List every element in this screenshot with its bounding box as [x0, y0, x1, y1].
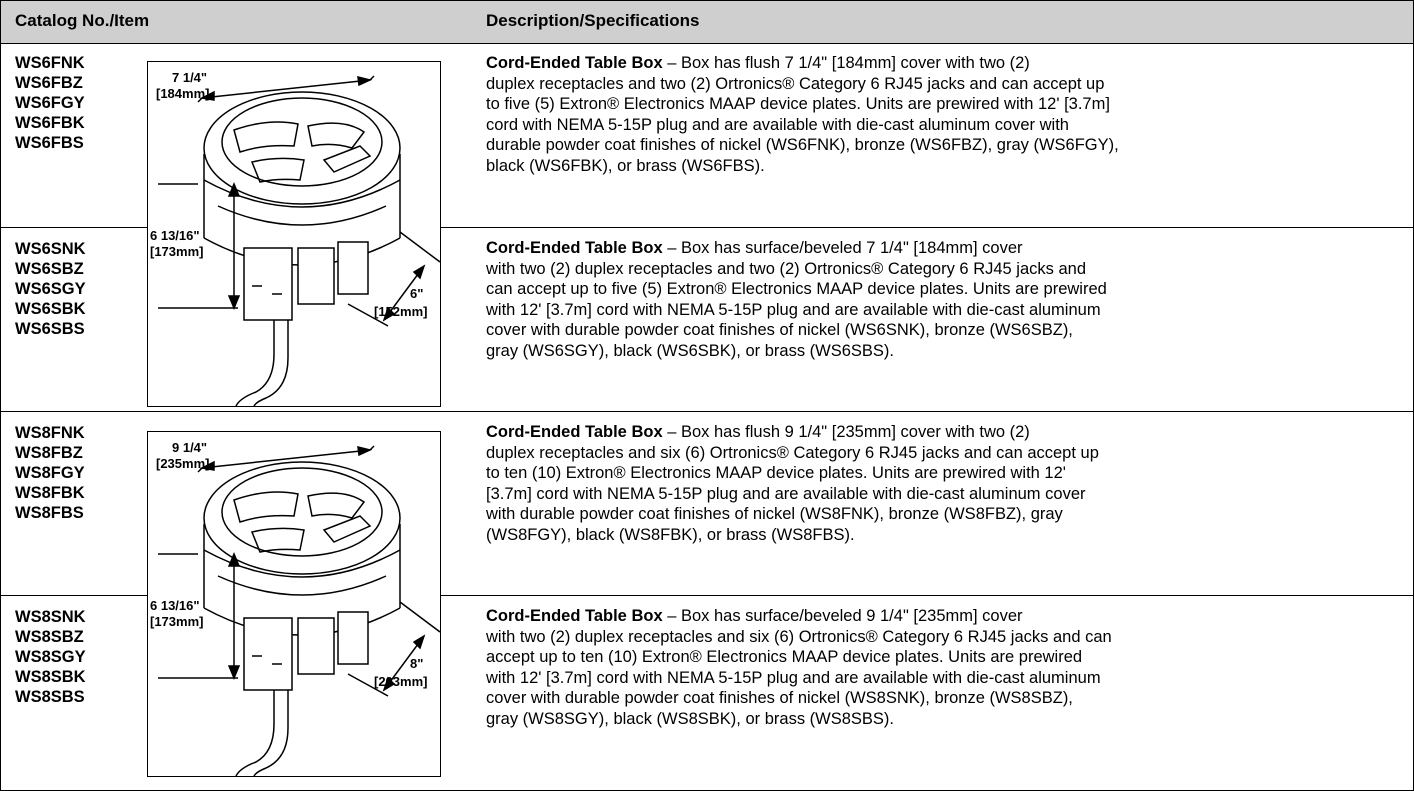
row-divider: [1, 411, 1413, 412]
cover-dimension: 9 1/4": [172, 440, 207, 455]
description: Cord-Ended Table Box – Box has surface/b…: [486, 238, 1404, 362]
description-line: – Box has surface/beveled 9 1/4" [235mm]…: [662, 607, 1023, 625]
catalog-codes: WS8SNK WS8SBZ WS8SGY WS8SBK WS8SBS: [15, 607, 86, 707]
description-line: duplex receptacles and two (2) Ortronics…: [486, 74, 1105, 93]
catalog-code: WS8FNK: [15, 424, 85, 442]
height-dimension-mm: [173mm]: [150, 614, 203, 629]
catalog-code: WS6SBK: [15, 300, 86, 318]
catalog-code: WS8FGY: [15, 464, 85, 482]
description-line: with 12' [3.7m] cord with NEMA 5-15P plu…: [486, 300, 1101, 319]
description-line: durable powder coat finishes of nickel (…: [486, 136, 1119, 155]
description-line: with durable powder coat finishes of nic…: [486, 505, 1063, 524]
description-line: gray (WS6SGY), black (WS6SBK), or brass …: [486, 341, 895, 360]
depth-dimension: 8": [410, 656, 423, 671]
catalog-code: WS6SNK: [15, 240, 86, 258]
height-dimension: 6 13/16": [150, 228, 200, 243]
description-line: duplex receptacles and six (6) Ortronics…: [486, 443, 1099, 462]
description-line: to ten (10) Extron® Electronics MAAP dev…: [486, 464, 1066, 483]
description-line: [3.7m] cord with NEMA 5-15P plug and are…: [486, 484, 1086, 503]
description-line: – Box has flush 9 1/4" [235mm] cover wit…: [662, 423, 1030, 441]
table-box-diagram: 9 1/4" [235mm] 6 13/16" [173mm] 8" [203m…: [147, 431, 441, 777]
description-line: black (WS6FBK), or brass (WS6FBS).: [486, 156, 765, 175]
height-dimension: 6 13/16": [150, 598, 200, 613]
description-line: (WS8FGY), black (WS8FBK), or brass (WS8F…: [486, 525, 855, 544]
row-divider: [1, 227, 1413, 228]
description: Cord-Ended Table Box – Box has surface/b…: [486, 606, 1404, 730]
description-line: to five (5) Extron® Electronics MAAP dev…: [486, 95, 1110, 114]
cover-dimension: 7 1/4": [172, 70, 207, 85]
catalog-codes: WS8FNK WS8FBZ WS8FGY WS8FBK WS8FBS: [15, 423, 85, 523]
description-title: Cord-Ended Table Box: [486, 423, 663, 441]
description-line: – Box has flush 7 1/4" [184mm] cover wit…: [662, 54, 1030, 72]
description-line: cover with durable powder coat finishes …: [486, 689, 1073, 708]
description-title: Cord-Ended Table Box: [486, 54, 663, 72]
catalog-code: WS8SGY: [15, 648, 86, 666]
catalog-codes: WS6SNK WS6SBZ WS6SGY WS6SBK WS6SBS: [15, 239, 86, 339]
header-description: Description/Specifications: [486, 11, 700, 30]
header-catalog: Catalog No./Item: [15, 11, 150, 30]
depth-dimension: 6": [410, 286, 423, 301]
description-line: cover with durable powder coat finishes …: [486, 321, 1073, 340]
catalog-code: WS8SNK: [15, 608, 86, 626]
cover-dimension-mm: [235mm]: [156, 456, 209, 471]
catalog-code: WS6FGY: [15, 94, 85, 112]
catalog-code: WS6SBS: [15, 320, 85, 338]
catalog-code: WS6FBK: [15, 114, 85, 132]
description-line: with two (2) duplex receptacles and two …: [486, 259, 1087, 278]
table-header: Catalog No./Item Description/Specificati…: [1, 1, 1413, 44]
row-divider: [1, 595, 1413, 596]
description-line: accept up to ten (10) Extron® Electronic…: [486, 648, 1083, 667]
description-line: can accept up to five (5) Extron® Electr…: [486, 280, 1107, 299]
catalog-code: WS6SGY: [15, 280, 86, 298]
catalog-code: WS8FBK: [15, 484, 85, 502]
catalog-code: WS6FBZ: [15, 74, 83, 92]
description-title: Cord-Ended Table Box: [486, 239, 663, 257]
catalog-code: WS8SBK: [15, 668, 86, 686]
depth-dimension-mm: [203mm]: [374, 674, 427, 689]
description: Cord-Ended Table Box – Box has flush 9 1…: [486, 422, 1404, 546]
catalog-code: WS6FBS: [15, 134, 84, 152]
description-line: gray (WS8SGY), black (WS8SBK), or brass …: [486, 709, 895, 728]
catalog-codes: WS6FNK WS6FBZ WS6FGY WS6FBK WS6FBS: [15, 53, 85, 153]
table-box-diagram: 7 1/4" [184mm] 6 13/16" [173mm] 6" [152m…: [147, 61, 441, 407]
description-line: cord with NEMA 5-15P plug and are availa…: [486, 115, 1069, 134]
description: Cord-Ended Table Box – Box has flush 7 1…: [486, 53, 1404, 177]
depth-dimension-mm: [152mm]: [374, 304, 427, 319]
description-title: Cord-Ended Table Box: [486, 607, 663, 625]
cover-dimension-mm: [184mm]: [156, 86, 209, 101]
description-line: with two (2) duplex receptacles and six …: [486, 627, 1112, 646]
catalog-code: WS8FBS: [15, 504, 84, 522]
height-dimension-mm: [173mm]: [150, 244, 203, 259]
description-line: – Box has surface/beveled 7 1/4" [184mm]…: [662, 239, 1023, 257]
catalog-code: WS6SBZ: [15, 260, 84, 278]
table-box-drawing: 7 1/4" [184mm] 6 13/16" [173mm] 6" [152m…: [150, 70, 440, 406]
catalog-code: WS8SBS: [15, 688, 85, 706]
catalog-code: WS6FNK: [15, 54, 85, 72]
catalog-code: WS8FBZ: [15, 444, 83, 462]
table-box-drawing: 9 1/4" [235mm] 6 13/16" [173mm] 8" [203m…: [150, 440, 440, 776]
catalog-code: WS8SBZ: [15, 628, 84, 646]
description-line: with 12' [3.7m] cord with NEMA 5-15P plu…: [486, 668, 1101, 687]
